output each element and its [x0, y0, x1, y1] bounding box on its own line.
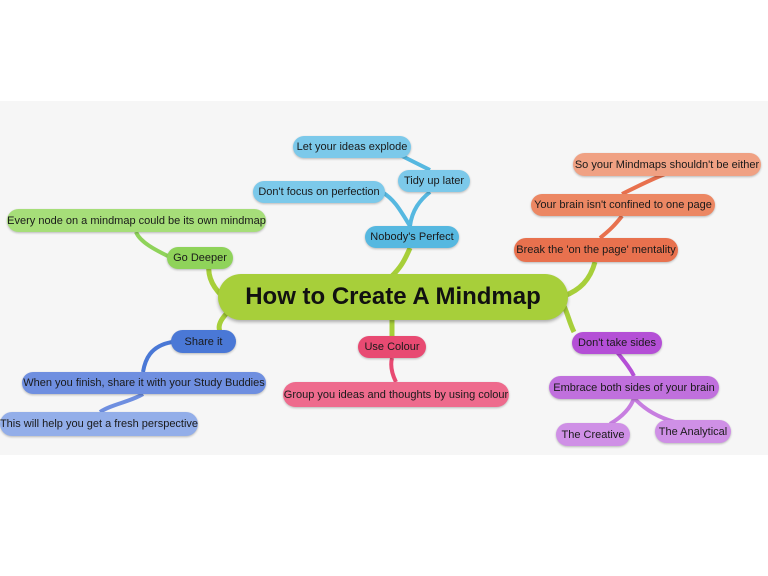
connector-dont-take-sides [561, 304, 577, 334]
connector-brain-not-confined [598, 214, 624, 240]
node-mindmaps-neither[interactable]: So your Mindmaps shouldn't be either [573, 153, 761, 176]
central-topic[interactable]: How to Create A Mindmap [218, 274, 568, 320]
node-share-it[interactable]: Share it [171, 330, 236, 353]
node-when-you-finish[interactable]: When you finish, share it with your Stud… [22, 372, 266, 394]
connector-break-mentality [563, 261, 598, 299]
node-dont-take-sides[interactable]: Don't take sides [572, 332, 662, 354]
connector-nobodys-perfect [390, 247, 413, 278]
connector-group-ideas [389, 357, 398, 383]
node-break-mentality[interactable]: Break the 'on the page' mentality [514, 238, 678, 262]
node-tidy-up-later[interactable]: Tidy up later [398, 170, 470, 192]
node-go-deeper[interactable]: Go Deeper [167, 247, 233, 269]
node-embrace-both-sides[interactable]: Embrace both sides of your brain [549, 376, 719, 399]
node-dont-focus-on-perfection[interactable]: Don't focus on perfection [253, 181, 385, 203]
connector-mindmaps-neither [621, 172, 666, 196]
connector-creative [608, 397, 636, 426]
node-the-analytical[interactable]: The Analytical [655, 420, 731, 443]
connector-when-finish [141, 340, 173, 373]
node-brain-not-confined[interactable]: Your brain isn't confined to one page [531, 194, 715, 216]
connector-dont-focus [380, 190, 412, 228]
connector-tidy-up [408, 190, 432, 227]
node-use-colour[interactable]: Use Colour [358, 336, 426, 358]
node-group-ideas[interactable]: Group you ideas and thoughts by using co… [283, 382, 509, 407]
node-the-creative[interactable]: The Creative [556, 423, 630, 446]
node-nobodys-perfect[interactable]: Nobody's Perfect [365, 226, 459, 248]
connector-analytical [632, 396, 676, 424]
connector-embrace-both [615, 350, 636, 377]
node-let-your-ideas-explode[interactable]: Let your ideas explode [293, 136, 411, 158]
node-fresh-perspective[interactable]: This will help you get a fresh perspecti… [0, 412, 198, 436]
connector-fresh-perspective [98, 392, 145, 414]
node-every-node[interactable]: Every node on a mindmap could be its own… [7, 209, 266, 232]
